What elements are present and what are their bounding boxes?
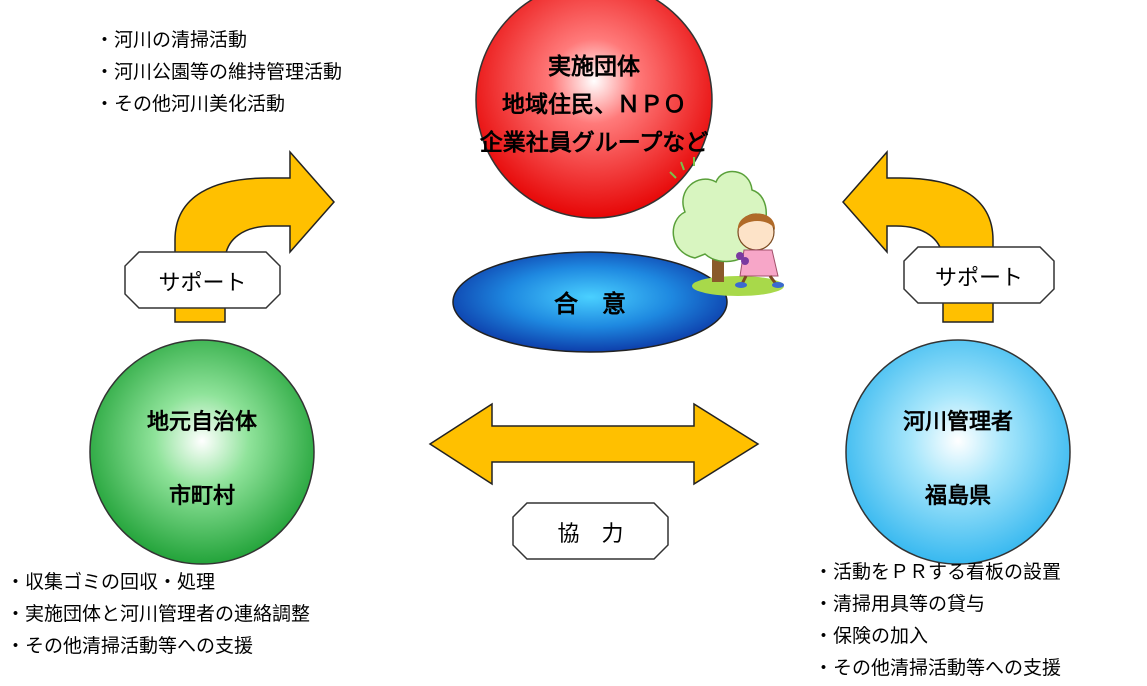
implementing-group-line3: 企業社員グループなど [479,130,709,156]
agreement-ellipse-shape [452,251,728,353]
implementing-group-title: 実施団体 [548,54,640,80]
left-list-item: ・収集ゴミの回収・処理 [6,571,216,593]
cooperation-tag-shape [512,502,669,560]
right-list-item: ・清掃用具等の貸与 [814,593,986,615]
agreement-label: 合 意 [554,290,626,318]
cooperation-arrow [428,402,760,486]
top-activity-list: ・河川の清掃活動 ・河川公園等の維持管理活動 ・その他河川美化活動 [95,24,342,120]
right-support-tag-shape [903,246,1055,304]
left-circle-shape [89,339,315,565]
right-support-tag: サポート [934,266,1023,291]
top-circle-shape [475,0,713,219]
left-support-tag-shape [124,251,281,309]
implementing-group-line2: 地域住民、ＮＰＯ [502,92,686,118]
right-list-item: ・保険の加入 [814,625,929,647]
top-list-item: ・河川公園等の維持管理活動 [95,61,343,83]
right-support-list: ・活動をＰＲする看板の設置 ・清掃用具等の貸与 ・保険の加入 ・その他清掃活動等… [814,556,1061,684]
left-list-item: ・その他清掃活動等への支援 [6,635,254,657]
river-administrator-subtitle: 福島県 [924,484,991,509]
left-circle-label: 地元自治体 市町村 [100,404,304,510]
tree-and-girl-illustration [669,157,784,296]
right-circle-label: 河川管理者 福島県 [856,404,1060,510]
left-support-list: ・収集ゴミの回収・処理 ・実施団体と河川管理者の連絡調整 ・その他清掃活動等への… [6,566,310,662]
right-list-item: ・活動をＰＲする看板の設置 [814,561,1062,583]
top-circle-label: 実施団体 地域住民、ＮＰＯ 企業社員グループなど [430,48,758,162]
right-circle-shape [845,339,1071,565]
left-support-tag: サポート [158,271,247,296]
cooperation-tag: 協 力 [557,522,624,547]
right-list-item: ・その他清掃活動等への支援 [814,657,1062,679]
river-administrator-title: 河川管理者 [902,410,1013,435]
left-list-item: ・実施団体と河川管理者の連絡調整 [6,603,311,625]
top-list-item: ・河川の清掃活動 [95,29,248,51]
local-government-title: 地元自治体 [146,410,257,435]
top-list-item: ・その他河川美化活動 [95,93,286,115]
local-government-subtitle: 市町村 [168,484,235,509]
